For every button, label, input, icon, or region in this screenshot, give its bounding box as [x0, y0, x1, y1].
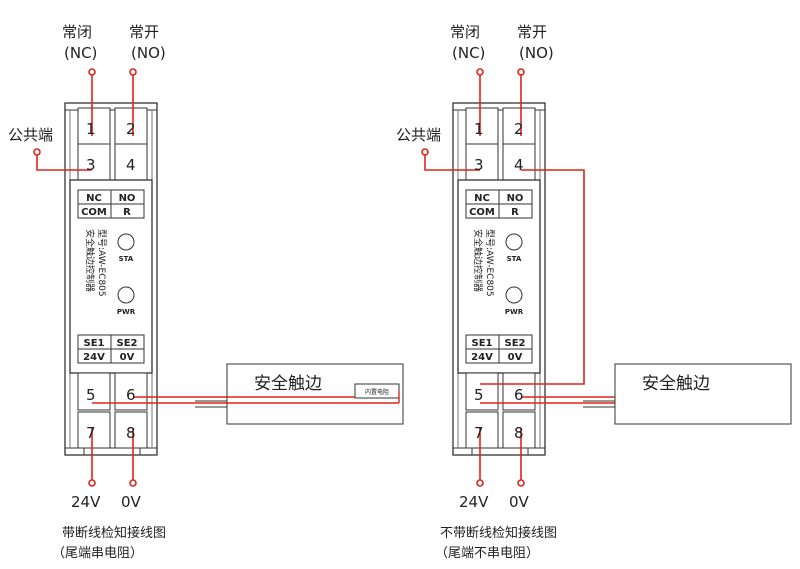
device-model: 型号:AW-EC805 [96, 229, 107, 297]
panel-0v: 0V [508, 352, 523, 363]
no-label: 常开 [129, 23, 159, 41]
terminal-2: 2 [514, 120, 524, 138]
24v-endpoint [88, 479, 96, 487]
panel-nc: NC [474, 193, 490, 204]
panel-24v: 24V [471, 352, 493, 363]
panel-com: COM [81, 207, 107, 218]
nc-code: (NC) [64, 44, 97, 62]
no-endpoint [517, 68, 525, 76]
0v-label: 0V [509, 493, 530, 511]
panel-se2: SE2 [505, 338, 526, 349]
left-wires [36, 74, 227, 482]
no-endpoint [129, 68, 137, 76]
common-label: 公共端 [396, 126, 441, 144]
safety-edge-label: 安全触边 [254, 374, 322, 394]
sta-led-label: STA [119, 255, 134, 263]
right-diagram: 常闭 (NC) 常开 (NO) 公共端 1 2 3 4 5 6 7 8 NC N… [396, 23, 792, 561]
common-endpoint [33, 148, 41, 156]
left-diagram: 常闭 (NC) 常开 (NO) 公共端 1 2 3 4 5 6 7 8 NC N… [8, 23, 404, 561]
terminal-2: 2 [126, 120, 136, 138]
terminal-3: 3 [86, 156, 96, 174]
device-model: 型号:AW-EC805 [484, 229, 495, 297]
0v-label: 0V [121, 493, 142, 511]
0v-endpoint [129, 479, 137, 487]
no-code: (NO) [519, 44, 554, 62]
24v-label: 24V [459, 493, 489, 511]
pwr-led-label: PWR [505, 308, 524, 316]
terminal-5: 5 [474, 386, 484, 404]
right-safety-edge [614, 363, 792, 425]
panel-24v: 24V [83, 352, 105, 363]
terminal-1: 1 [86, 120, 96, 138]
common-label: 公共端 [8, 126, 53, 144]
24v-label: 24V [71, 493, 101, 511]
terminal-4: 4 [514, 156, 524, 174]
panel-se1: SE1 [472, 338, 493, 349]
terminal-6: 6 [126, 386, 136, 404]
right-caption-note: （尾端不串电阻） [435, 546, 539, 561]
no-label: 常开 [517, 23, 547, 41]
device-name: 安全触边控制器 [472, 229, 484, 292]
safety-edge-label: 安全触边 [642, 374, 710, 394]
panel-com: COM [469, 207, 495, 218]
terminal-7: 7 [86, 424, 96, 442]
nc-label: 常闭 [62, 23, 92, 41]
no-code: (NO) [131, 44, 166, 62]
left-caption: 带断线检知接线图 [62, 525, 166, 541]
nc-label: 常闭 [450, 23, 480, 41]
terminal-1: 1 [474, 120, 484, 138]
sta-led-label: STA [507, 255, 522, 263]
right-caption: 不带断线检知接线图 [440, 525, 557, 541]
panel-nc: NC [86, 193, 102, 204]
panel-no: NO [119, 193, 136, 204]
panel-se1: SE1 [84, 338, 105, 349]
terminal-5: 5 [86, 386, 96, 404]
nc-endpoint [88, 68, 96, 76]
terminal-6: 6 [514, 386, 524, 404]
panel-no: NO [507, 193, 524, 204]
nc-endpoint [476, 68, 484, 76]
panel-0v: 0V [120, 352, 135, 363]
resistor-label: 内置电阻 [365, 388, 389, 396]
terminal-7: 7 [474, 424, 484, 442]
device-name: 安全触边控制器 [84, 229, 96, 292]
left-caption-note: （尾端串电阻） [52, 546, 143, 561]
common-endpoint [421, 148, 429, 156]
terminal-8: 8 [126, 424, 136, 442]
terminal-3: 3 [474, 156, 484, 174]
nc-code: (NC) [452, 44, 485, 62]
0v-endpoint [517, 479, 525, 487]
right-wires [424, 74, 615, 482]
terminal-8: 8 [514, 424, 524, 442]
panel-se2: SE2 [117, 338, 138, 349]
pwr-led-label: PWR [117, 308, 136, 316]
terminal-4: 4 [126, 156, 136, 174]
panel-r: R [511, 207, 519, 218]
panel-r: R [123, 207, 131, 218]
24v-endpoint [476, 479, 484, 487]
